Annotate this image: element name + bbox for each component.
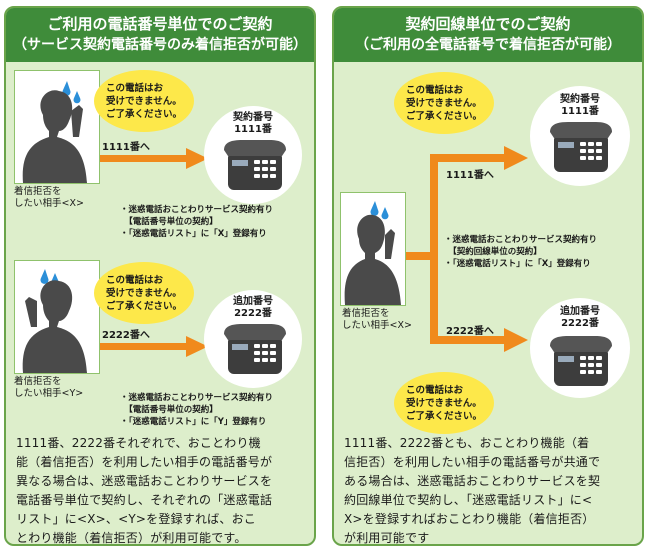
caller-x-label: 着信拒否を したい相手<X> (342, 308, 412, 331)
call-label-2222: 2222番へ (102, 330, 150, 341)
reject-message-bubble: この電話はお 受けできません。 ご了承ください。 (394, 372, 494, 434)
right-panel-title: 契約回線単位でのご契約 (405, 15, 571, 33)
caller-x-frame (340, 192, 406, 306)
reject-message-bubble: この電話はお 受けできません。 ご了承ください。 (394, 72, 494, 134)
call-arrow-icon (100, 148, 208, 169)
branch-arrow-icon (404, 146, 528, 352)
contract-number-label: 契約番号 1111番 (560, 94, 600, 117)
service-notes-x: ・迷惑電話おことわりサービス契約有り 【電話番号単位の契約】 ・「迷惑電話リスト… (120, 205, 274, 239)
right-panel: 契約回線単位でのご契約 （ご利用の全電話番号で着信拒否が可能） この電話はお 受… (332, 6, 644, 546)
call-label-2222: 2222番へ (446, 326, 494, 337)
telephone-icon (224, 324, 286, 374)
right-description: 1111番、2222番とも、おことわり機能（着 信拒否）を利用したい相手の電話番… (344, 436, 601, 545)
left-description: 1111番、2222番それぞれで、おことわり機 能（着信拒否）を利用したい相手の… (16, 436, 273, 545)
telephone-icon (550, 122, 612, 172)
call-label-1111: 1111番へ (446, 170, 494, 181)
caller-x-silhouette-icon (344, 201, 401, 305)
call-label-1111: 1111番へ (102, 142, 150, 153)
caller-y-frame (14, 260, 100, 374)
reject-message-bubble: この電話はお 受けできません。 ご了承ください。 (94, 262, 194, 324)
caller-y-label: 着信拒否を したい相手<Y> (14, 376, 84, 399)
contract-number-label: 契約番号 1111番 (233, 112, 273, 135)
service-notes-y: ・迷惑電話おことわりサービス契約有り 【電話番号単位の契約】 ・「迷惑電話リスト… (120, 393, 274, 427)
left-panel-subtitle: （サービス契約電話番号のみ着信拒否が可能） (13, 37, 307, 53)
left-panel-header: ご利用の電話番号単位でのご契約 （サービス契約電話番号のみ着信拒否が可能） (6, 8, 314, 62)
right-panel-header: 契約回線単位でのご契約 （ご利用の全電話番号で着信拒否が可能） (334, 8, 642, 62)
caller-y-silhouette-icon (22, 269, 87, 373)
left-panel: ご利用の電話番号単位でのご契約 （サービス契約電話番号のみ着信拒否が可能） 着信… (4, 6, 316, 546)
caller-x-silhouette-icon (22, 81, 87, 183)
caller-x-frame (14, 70, 100, 184)
service-notes-x: ・迷惑電話おことわりサービス契約有り 【契約回線単位の契約】 ・「迷惑電話リスト… (444, 235, 598, 269)
left-panel-title: ご利用の電話番号単位でのご契約 (47, 15, 273, 33)
additional-number-label: 追加番号 2222番 (560, 306, 600, 329)
reject-message-bubble: この電話はお 受けできません。 ご了承ください。 (94, 70, 194, 132)
telephone-icon (224, 140, 286, 190)
right-panel-subtitle: （ご利用の全電話番号で着信拒否が可能） (355, 37, 621, 53)
telephone-icon (550, 336, 612, 386)
call-arrow-icon (100, 336, 208, 357)
caller-x-label: 着信拒否を したい相手<X> (14, 186, 84, 209)
additional-number-label: 追加番号 2222番 (233, 296, 273, 319)
